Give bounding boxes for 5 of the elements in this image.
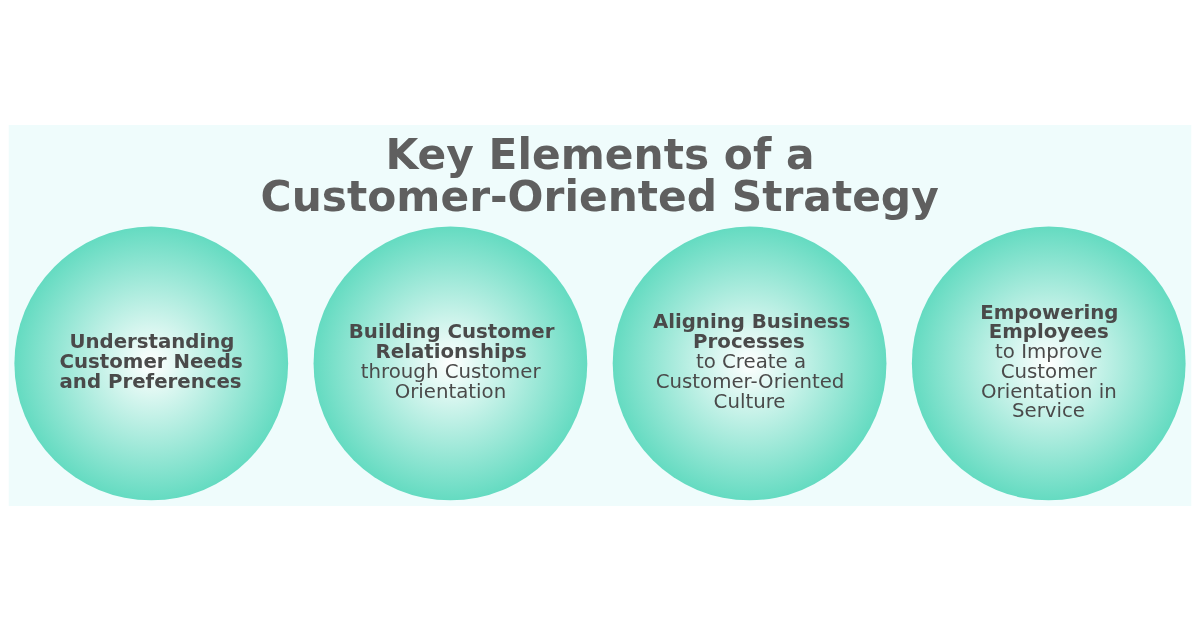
node-circle: Aligning Business Processes to Create a Customer-Oriented Culture — [612, 226, 887, 500]
node-circle: Understanding Customer Needs and Preferences — [14, 226, 289, 500]
diagram-title: Key Elements of a Customer-Oriented Strategy — [260, 129, 939, 221]
node-circle: Building Customer Relationships through Customer Orientation — [313, 226, 588, 500]
node-circle: Empowering Employees to Improve Customer Orientation in Service — [911, 226, 1186, 500]
